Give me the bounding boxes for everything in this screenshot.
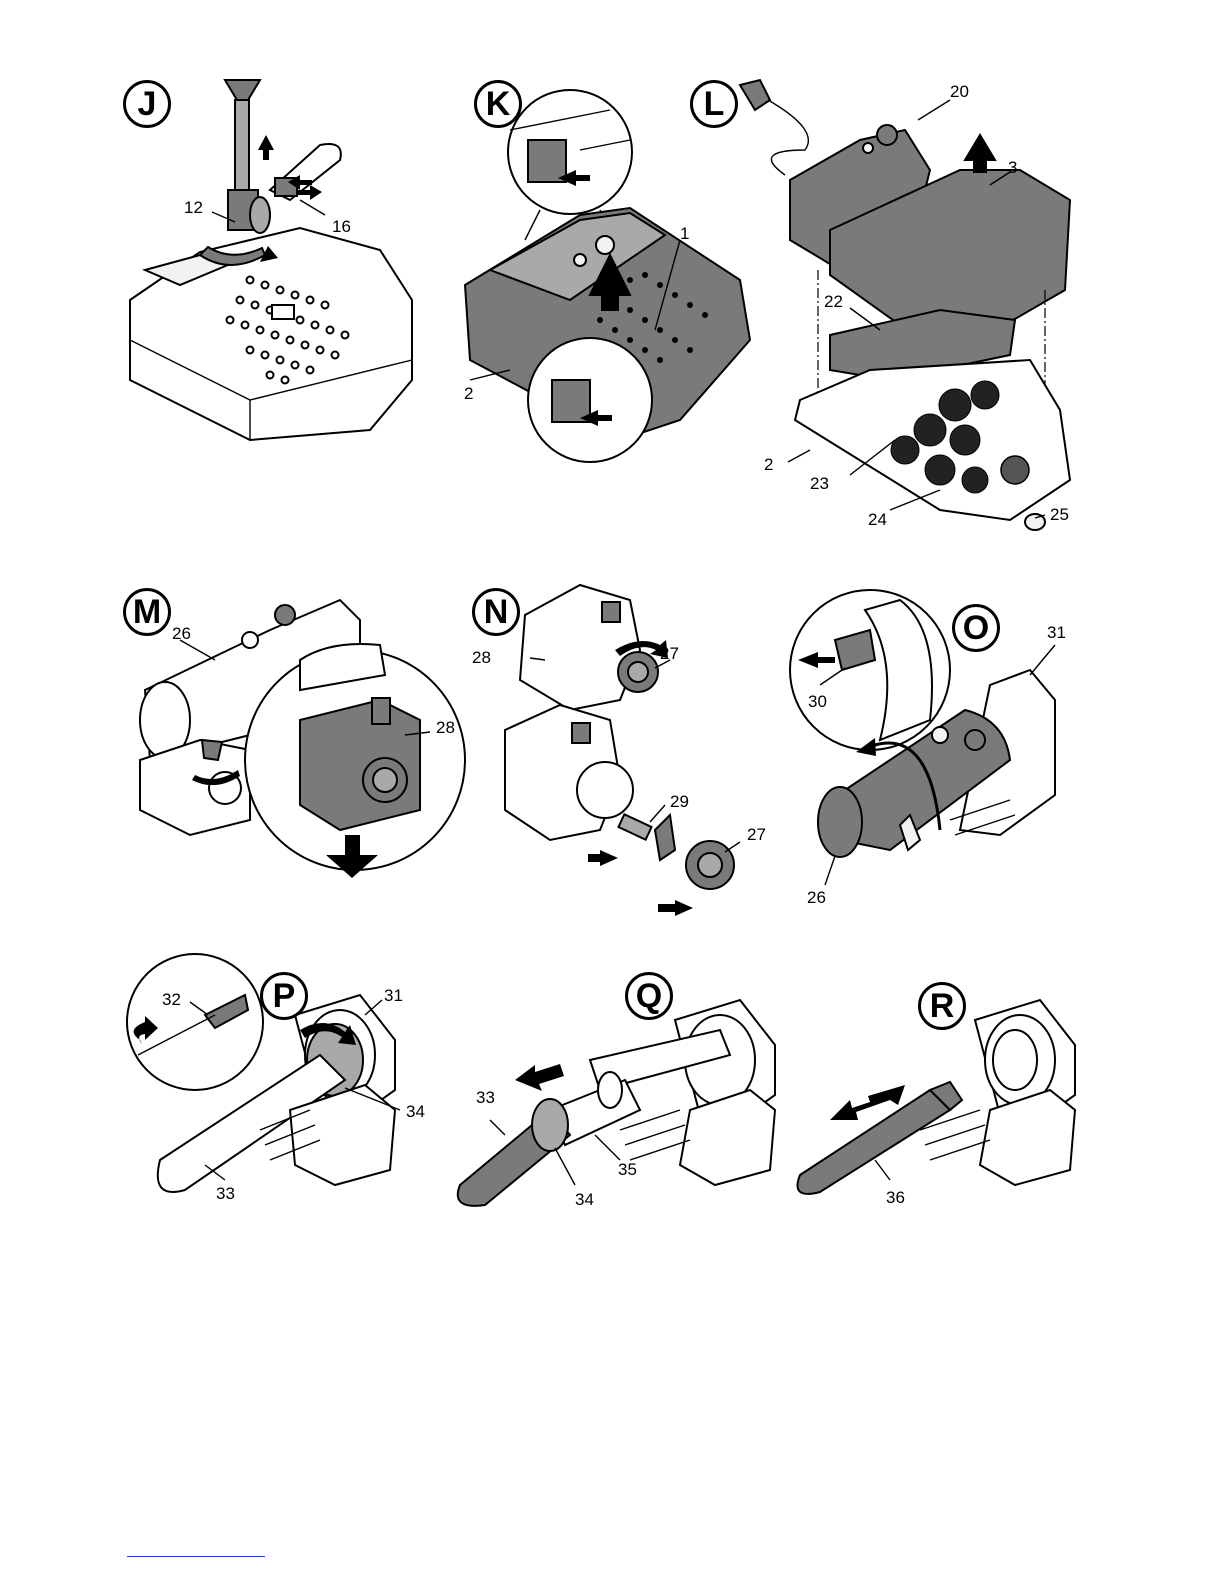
callout-26: 26 bbox=[172, 624, 191, 644]
callout-26b: 26 bbox=[807, 888, 826, 908]
callout-12: 12 bbox=[184, 198, 203, 218]
panel-j: J 12 16 bbox=[0, 0, 430, 520]
callout-27b: 27 bbox=[747, 825, 766, 845]
callout-20: 20 bbox=[950, 82, 969, 102]
panel-q-letter: Q bbox=[625, 972, 673, 1020]
panel-n: N 28 27 29 27 bbox=[470, 560, 800, 920]
callout-16: 16 bbox=[332, 217, 351, 237]
panel-l-drawing bbox=[690, 0, 1090, 560]
panel-r-letter: R bbox=[918, 982, 966, 1030]
footer-link-underline[interactable] bbox=[127, 1556, 265, 1557]
panel-o-letter: O bbox=[952, 604, 1000, 652]
panel-n-letter: N bbox=[472, 588, 520, 636]
panel-m-letter: M bbox=[123, 588, 171, 636]
callout-34: 34 bbox=[406, 1102, 425, 1122]
panel-j-letter: J bbox=[123, 80, 171, 128]
callout-31b: 31 bbox=[384, 986, 403, 1006]
callout-28: 28 bbox=[436, 718, 455, 738]
panel-m: M 26 28 bbox=[0, 560, 470, 900]
panel-o: O 31 30 26 bbox=[780, 560, 1100, 920]
callout-22: 22 bbox=[824, 292, 843, 312]
callout-34b: 34 bbox=[575, 1190, 594, 1210]
callout-29: 29 bbox=[670, 792, 689, 812]
panel-l: L 20 3 22 2 23 24 25 bbox=[690, 0, 1090, 560]
callout-24: 24 bbox=[868, 510, 887, 530]
callout-32: 32 bbox=[162, 990, 181, 1010]
panel-o-drawing bbox=[780, 560, 1100, 920]
callout-1: 1 bbox=[680, 224, 689, 244]
callout-28b: 28 bbox=[472, 648, 491, 668]
callout-2b: 2 bbox=[764, 455, 773, 475]
panel-p: P 32 31 34 33 bbox=[120, 960, 450, 1220]
panel-r: R 36 bbox=[790, 960, 1100, 1220]
callout-31: 31 bbox=[1047, 623, 1066, 643]
callout-30: 30 bbox=[808, 692, 827, 712]
panel-m-drawing bbox=[0, 560, 470, 900]
callout-3: 3 bbox=[1008, 158, 1017, 178]
callout-35: 35 bbox=[618, 1160, 637, 1180]
callout-33: 33 bbox=[216, 1184, 235, 1204]
panel-l-letter: L bbox=[690, 80, 738, 128]
callout-23: 23 bbox=[810, 474, 829, 494]
panel-k-letter: K bbox=[474, 80, 522, 128]
callout-27: 27 bbox=[660, 644, 679, 664]
callout-25: 25 bbox=[1050, 505, 1069, 525]
callout-2: 2 bbox=[464, 384, 473, 404]
callout-33b: 33 bbox=[476, 1088, 495, 1108]
callout-36: 36 bbox=[886, 1188, 905, 1208]
panel-q: Q 33 35 34 bbox=[450, 960, 800, 1220]
panel-p-letter: P bbox=[260, 972, 308, 1020]
panel-j-drawing bbox=[0, 0, 430, 520]
